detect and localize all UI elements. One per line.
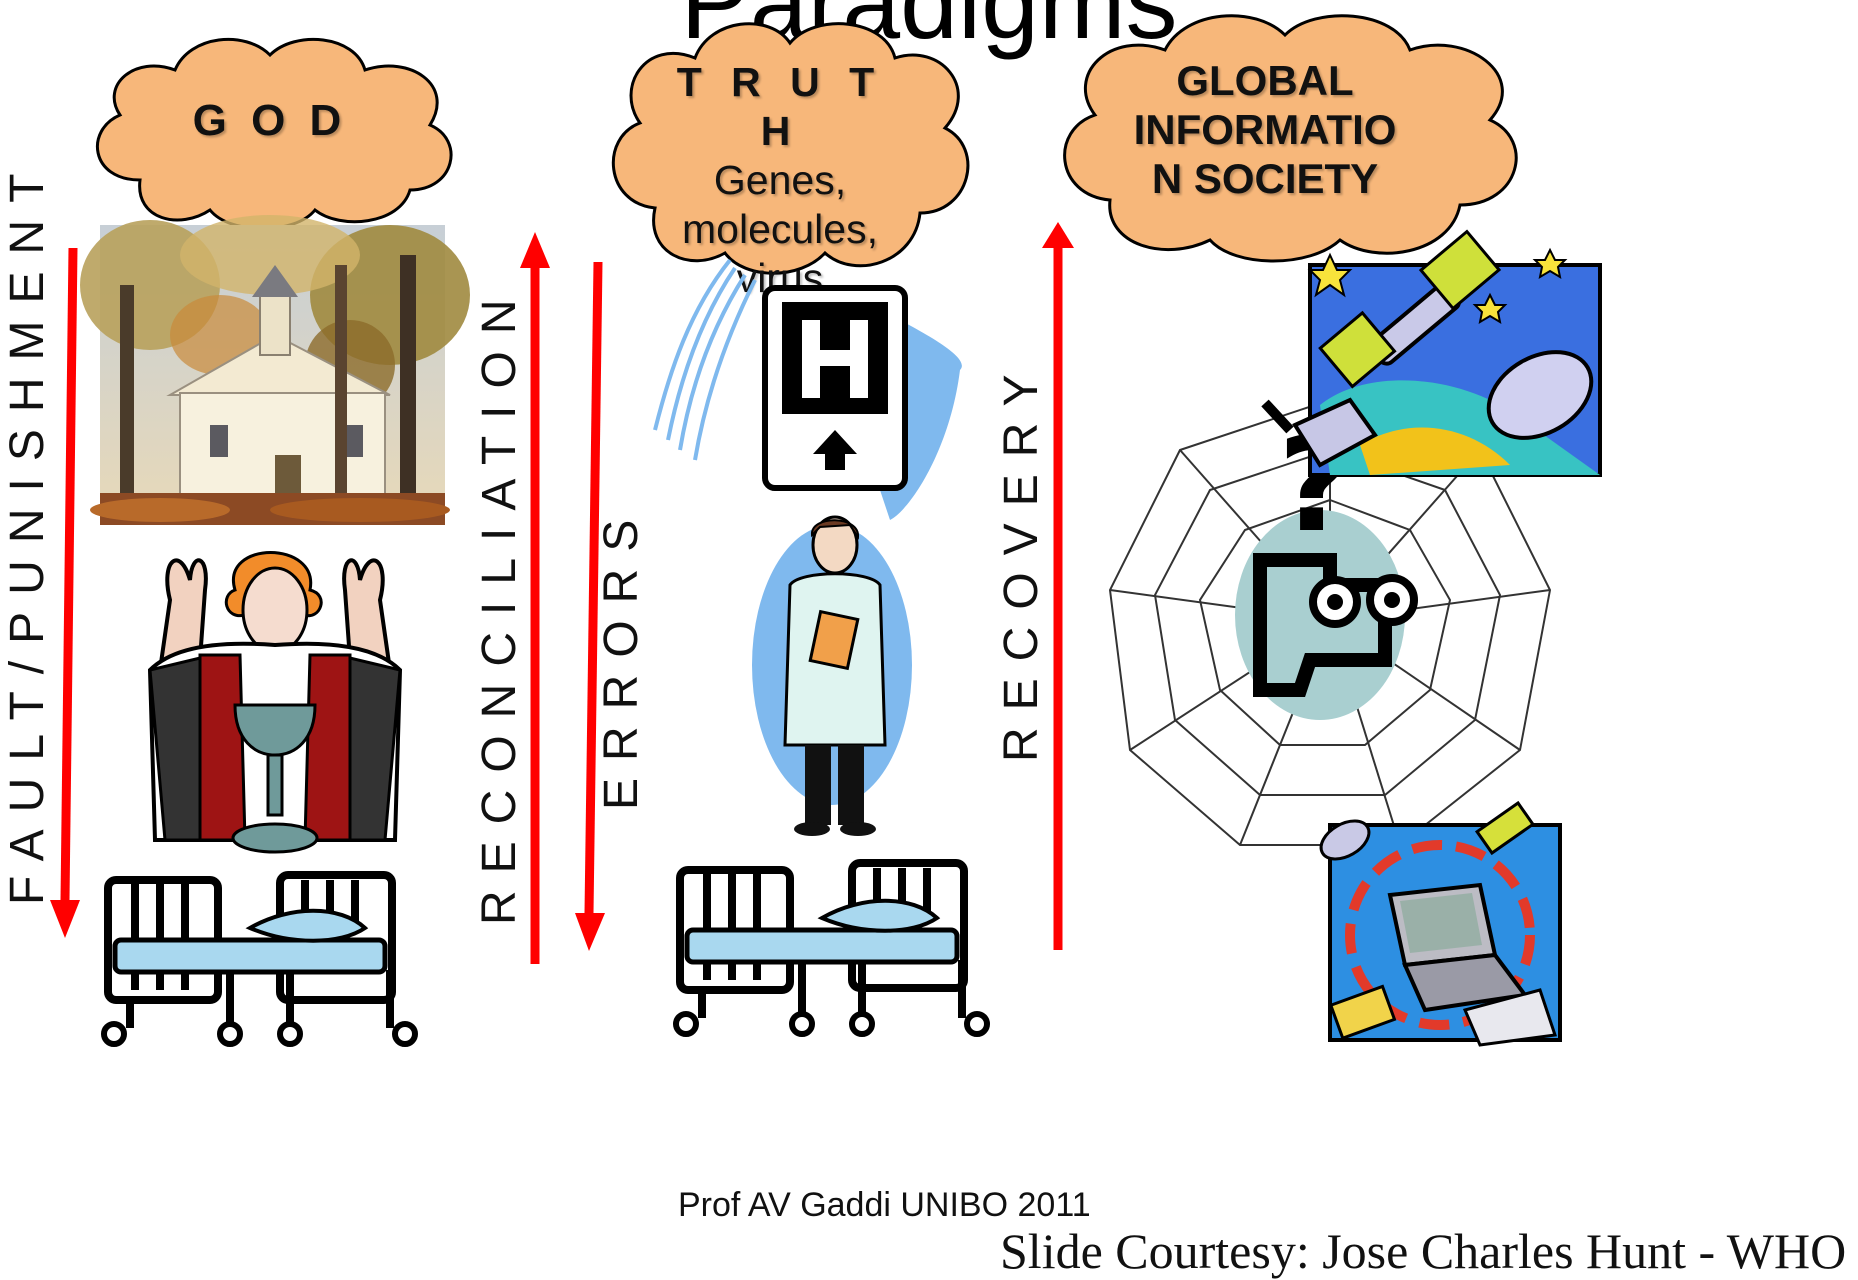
arrow-recovery-up xyxy=(1042,222,1074,950)
hospital-sign-icon xyxy=(653,258,962,520)
label-fault-punishment: FAULT/PUNISHMENT xyxy=(1,156,54,905)
satellite-clipart xyxy=(1261,229,1602,477)
arrow-reconciliation-up xyxy=(520,232,550,964)
hospital-bed-icon-left xyxy=(101,871,418,1047)
cloud-god-label: G O D xyxy=(192,96,348,145)
slide-footer: Prof AV Gaddi UNIBO 2011 xyxy=(678,1186,1091,1224)
cloud-global-line3: N SOCIETY xyxy=(1151,155,1379,202)
cloud-truth-line-molecules: molecules, xyxy=(682,206,878,252)
label-reconciliation: RECONCILIATION xyxy=(473,282,526,925)
church-image xyxy=(80,215,470,525)
cloud-global-line1: GLOBAL xyxy=(1176,57,1354,104)
cloud-god-text: G O D xyxy=(150,96,390,146)
doctor-image xyxy=(752,515,912,836)
arrow-errors-down xyxy=(575,261,605,951)
label-recovery: RECOVERY xyxy=(995,357,1048,762)
slide-credit: Slide Courtesy: Jose Charles Hunt - WHO xyxy=(1000,1223,1847,1279)
cloud-truth-line-genes: Genes, xyxy=(713,157,847,203)
cloud-shape-global xyxy=(1063,14,1518,263)
cloud-shape-truth xyxy=(611,22,970,275)
arrow-fault-down xyxy=(50,247,80,938)
cloud-global-line2: INFORMATIO xyxy=(1133,106,1397,153)
cloud-truth-text: T R U T H Genes, molecules, virus xyxy=(650,58,910,303)
label-errors: ERRORS xyxy=(595,502,648,810)
cloud-global-text: GLOBAL INFORMATIO N SOCIETY xyxy=(1120,56,1410,203)
cloud-truth-title: T R U T H xyxy=(676,59,884,154)
spider-web-question-clipart: ? xyxy=(1108,398,1552,846)
priest-image xyxy=(147,551,403,854)
hospital-bed-icon-center xyxy=(673,859,990,1037)
computer-network-clipart xyxy=(1319,800,1562,1047)
